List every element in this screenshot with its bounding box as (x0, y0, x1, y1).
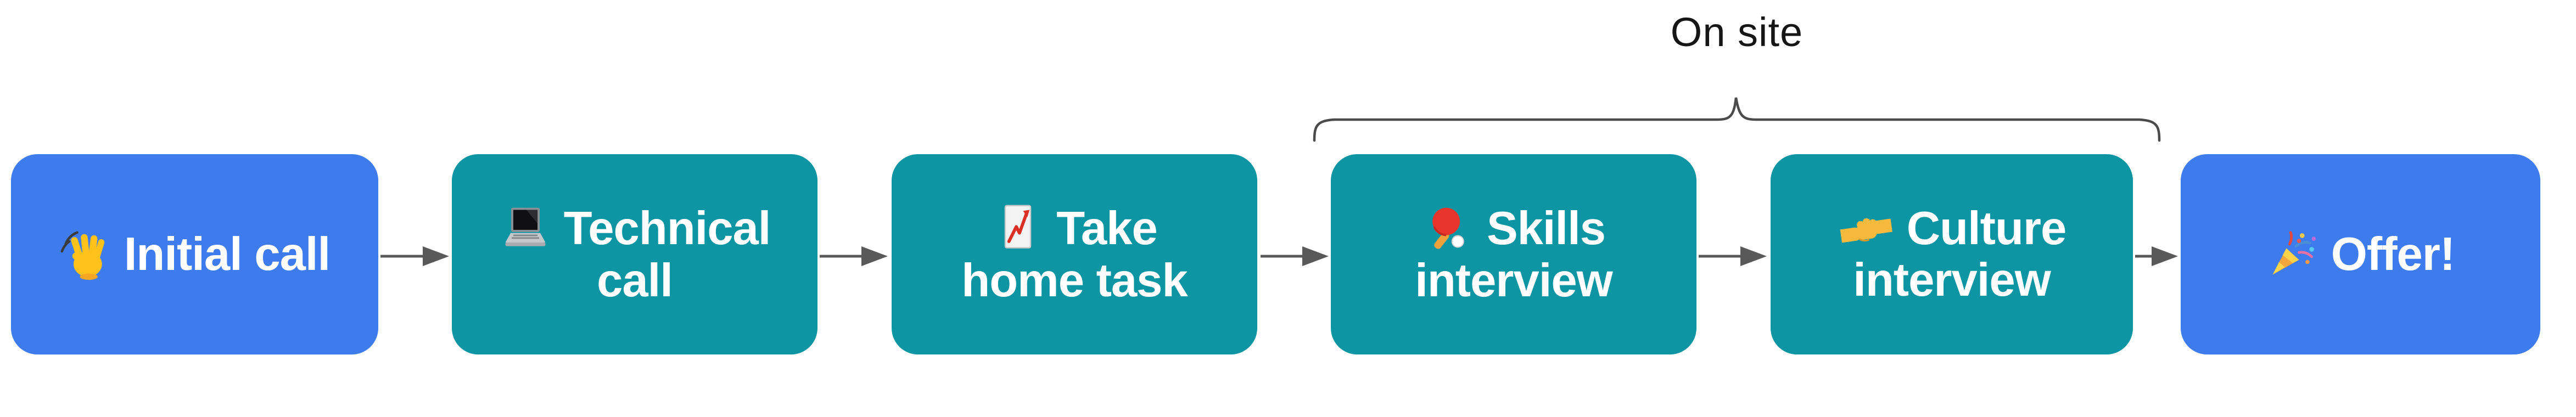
node-content: Culture interview (1838, 202, 2067, 306)
node-skills-interview: Skills interview (1331, 154, 1696, 354)
node-label-line2: home task (961, 254, 1188, 307)
ping-pong-icon (1422, 202, 1475, 255)
node-content: Initial call (59, 228, 331, 281)
node-content: Offer! (2266, 228, 2455, 281)
chart-increasing-icon (992, 202, 1044, 255)
flow-arrow (1261, 246, 1329, 266)
node-content: Technical call (499, 202, 771, 307)
node-label: Skills (1486, 202, 1606, 255)
node-take-home-task: Take home task (892, 154, 1257, 354)
flow-arrow (820, 246, 888, 266)
node-label: Take (1056, 202, 1157, 255)
node-content: Take home task (961, 202, 1188, 307)
flow-arrow (1699, 246, 1767, 266)
node-technical-call: Technical call (452, 154, 817, 354)
flow-arrow (2135, 246, 2178, 266)
flow-arrow (380, 246, 449, 266)
node-label-line2: interview (1415, 254, 1612, 307)
node-content: Skills interview (1415, 202, 1612, 307)
node-label: Offer! (2331, 228, 2455, 280)
node-offer: Offer! (2181, 154, 2540, 354)
node-label-line2: interview (1853, 253, 2051, 306)
node-culture-interview: Culture interview (1771, 154, 2133, 354)
node-label: Initial call (124, 228, 331, 280)
on-site-brace (1313, 97, 2161, 142)
handshake-icon (1838, 205, 1895, 253)
on-site-label: On site (1670, 9, 1804, 55)
node-label: Technical (563, 202, 771, 255)
node-label-line2: call (597, 254, 673, 307)
node-initial-call: Initial call (11, 154, 378, 354)
waving-hand-icon (59, 228, 112, 281)
party-popper-icon (2266, 228, 2319, 281)
node-label: Culture (1906, 202, 2067, 255)
laptop-icon (499, 202, 552, 255)
